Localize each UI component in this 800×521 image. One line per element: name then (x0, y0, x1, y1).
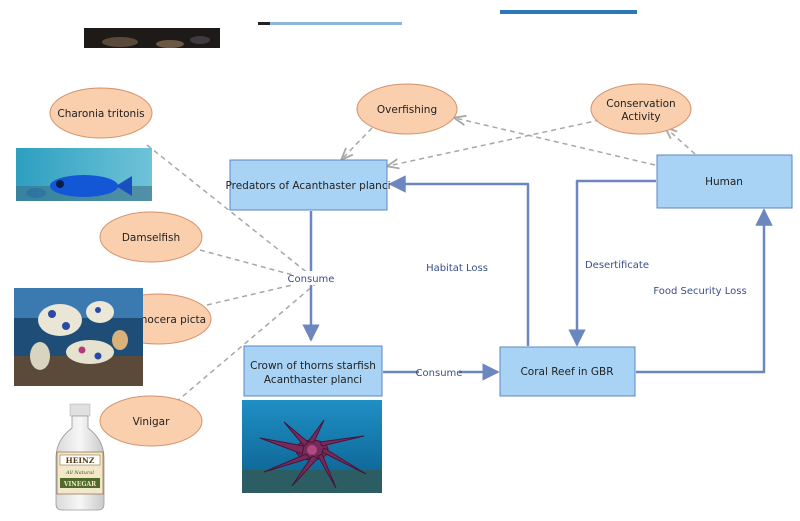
edge-human-overfishing (455, 118, 656, 166)
conservation-label-line1: Conservation (606, 98, 675, 110)
top-photo-strip (84, 28, 220, 48)
top-bar-right (500, 10, 637, 14)
node-damselfish: Damselfish (99, 211, 203, 263)
food-security-loss-label: Food Security Loss (653, 286, 746, 297)
edge-vinigar-consume (175, 279, 321, 403)
conservation-label-line2: Activity (621, 111, 660, 123)
vinigar-label: Vinigar (133, 416, 171, 428)
vinegar-label-text: VINEGAR (63, 481, 97, 488)
node-charonia-tritonis: Charonia tritonis (49, 87, 153, 139)
reef-label: Coral Reef in GBR (520, 366, 613, 378)
edge-hymenocera-consume (206, 277, 323, 306)
cots-label-line2: Acanthaster planci (264, 374, 362, 386)
human-label: Human (705, 176, 743, 188)
top-bar-left (258, 22, 402, 25)
node-overfishing: Overfishing (356, 83, 458, 135)
predators-label: Predators of Acanthaster planci (225, 180, 390, 192)
edge-human-conservation (666, 128, 696, 155)
node-vinigar: Vinigar (99, 395, 203, 447)
overfishing-label: Overfishing (377, 104, 437, 116)
damselfish-label: Damselfish (122, 232, 180, 244)
cots-label-line1: Crown of thorns starfish (250, 360, 376, 372)
node-crown-of-thorns: Crown of thorns starfish Acanthaster pla… (243, 345, 383, 397)
charonia-label: Charonia tritonis (57, 108, 144, 120)
desertificate-label: Desertificate (585, 260, 649, 271)
node-conservation-activity: Conservation Activity (590, 83, 692, 135)
edge-conservation-predators (388, 119, 601, 166)
edge-reef-human (636, 208, 773, 374)
harlequin-shrimp-photo (14, 288, 143, 386)
node-coral-reef: Coral Reef in GBR (499, 346, 636, 397)
consume-hub-bg (293, 271, 329, 285)
consume-reef-label: Consume (416, 368, 463, 379)
starfish-photo (242, 400, 382, 493)
consume-hub-label: Consume (288, 274, 335, 285)
vinegar-sub-text: All Natural (65, 470, 94, 476)
vinegar-bottle-photo: HEINZ All Natural VINEGAR (55, 403, 105, 511)
node-predators: Predators of Acanthaster planci (225, 159, 391, 211)
edge-overfishing-predators (342, 127, 373, 159)
habitat-loss-label: Habitat Loss (426, 263, 488, 274)
blue-fish-photo (16, 148, 152, 201)
vinegar-brand-text: HEINZ (66, 456, 95, 465)
consume-reef-bg (419, 366, 459, 379)
node-human: Human (656, 154, 793, 209)
edge-human-reef (568, 179, 656, 347)
edge-reef-predators (388, 175, 530, 346)
